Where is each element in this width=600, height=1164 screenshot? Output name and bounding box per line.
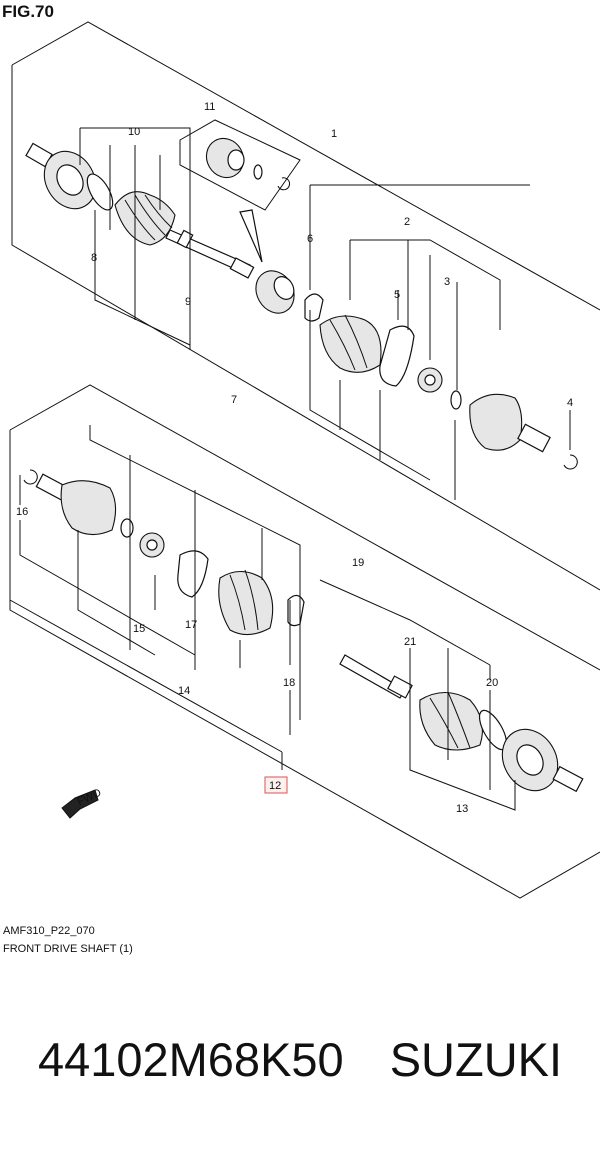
callout-12-box (264, 776, 288, 794)
shaft-upper (165, 229, 255, 279)
lower-assembly-frame (9, 384, 600, 899)
snap-ring-lower (120, 518, 134, 538)
fwd-label: FWD (75, 787, 103, 808)
callout-1: 1 (331, 128, 337, 140)
exploded-parts-diagram: FWD 1 2 3 4 5 6 7 8 9 10 11 12 13 14 15 … (9, 21, 600, 899)
circlip-16 (23, 469, 38, 485)
product-line: 44102M68K50 SUZUKI (0, 1032, 600, 1087)
snap-ring-upper (450, 390, 462, 410)
inner-housing-lower (35, 473, 117, 536)
callout-4: 4 (567, 397, 573, 409)
callout-19: 19 (352, 557, 364, 569)
callout-16: 16 (16, 506, 28, 518)
drawing-code: AMF310_P22_070 (3, 925, 95, 937)
callout-13: 13 (456, 803, 468, 815)
inner-housing-upper (469, 393, 551, 453)
callout-3: 3 (444, 276, 450, 288)
callout-numbers: 1 2 3 4 5 6 7 8 9 10 11 12 13 14 15 16 1… (16, 101, 573, 815)
callout-8: 8 (91, 252, 97, 264)
boot-band-5 (379, 325, 415, 387)
upper-leader-lines (79, 127, 571, 500)
callout-2: 2 (404, 216, 410, 228)
boot-upper-inner (319, 314, 382, 373)
damper-7 (255, 270, 295, 314)
callout-7: 7 (231, 394, 237, 406)
fwd-arrow-icon: FWD (61, 787, 103, 819)
tripod-joint-3 (417, 367, 443, 393)
lower-leader-lines (9, 425, 516, 811)
callout-14: 14 (178, 685, 190, 697)
diagram-caption: FRONT DRIVE SHAFT (1) (3, 943, 133, 955)
callout-21: 21 (404, 636, 416, 648)
damper-detail-box (179, 119, 301, 263)
callout-15: 15 (133, 623, 145, 635)
callout-12: 12 (269, 780, 281, 792)
upper-assembly-frame (11, 21, 600, 591)
outer-cv-joint-upper (25, 142, 97, 210)
callout-5: 5 (394, 289, 400, 301)
tripod-joint-15 (139, 532, 165, 558)
callout-10: 10 (128, 126, 140, 138)
circlip-4 (563, 454, 578, 470)
callout-9: 9 (185, 296, 191, 308)
boot-band-6 (304, 293, 324, 322)
callout-17: 17 (185, 619, 197, 631)
figure-title: FIG.70 (2, 2, 54, 21)
callout-18: 18 (283, 677, 295, 689)
callout-6: 6 (307, 233, 313, 245)
boot-lower-outer (419, 691, 483, 751)
boot-lower-inner (218, 569, 274, 636)
brand-name: SUZUKI (389, 1033, 563, 1086)
callout-20: 20 (486, 677, 498, 689)
outer-cv-joint-lower (501, 728, 584, 793)
callout-11: 11 (204, 101, 215, 113)
shaft-lower (339, 654, 413, 699)
part-number: 44102M68K50 (37, 1033, 344, 1086)
boot-band-17 (177, 550, 209, 598)
